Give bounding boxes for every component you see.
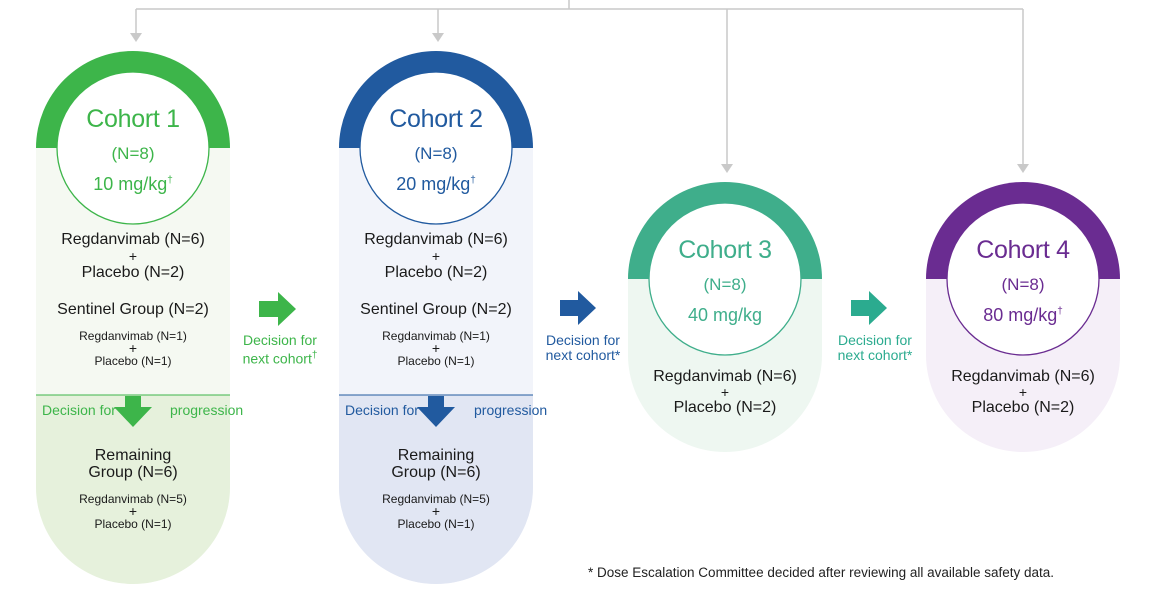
dagger-mark: †: [1057, 306, 1063, 317]
transition-line-1: Decision for: [546, 332, 620, 348]
arrow-down-icon: [417, 396, 455, 427]
cohort-2-size: (N=8): [414, 144, 458, 163]
cohort-4-placebo: Placebo (N=2): [971, 399, 1075, 416]
cohort-1-remaining-drug: Regdanvimab (N=5): [79, 492, 187, 506]
transition-line-1: Decision for: [838, 332, 912, 348]
cohort-2-remaining-placebo: Placebo (N=1): [397, 517, 475, 531]
cohort-3-size: (N=8): [703, 275, 747, 294]
cohort-3-title: Cohort 3: [678, 236, 772, 264]
cohort-3-placebo: Placebo (N=2): [673, 399, 777, 416]
cohort-1-sentinel-title: Sentinel Group (N=2): [57, 301, 209, 318]
cohort-2-decision-label: Decision for: [345, 402, 419, 418]
cohort-4-treatment: Regdanvimab (N=6): [951, 368, 1095, 385]
transition-1-label: Decision for next cohort†: [238, 333, 322, 367]
cohort-3-dose: 40 mg/kg: [687, 305, 763, 325]
cohort-1-dose: 10 mg/kg†: [93, 174, 173, 194]
cohort-2-pill: [339, 51, 533, 584]
cohort-2-sentinel-placebo: Placebo (N=1): [397, 354, 475, 368]
cohort-1-sentinel-drug: Regdanvimab (N=1): [79, 329, 187, 343]
cohort-2-treatment: Regdanvimab (N=6): [364, 231, 508, 248]
cohort-2-sentinel-title: Sentinel Group (N=2): [360, 301, 512, 318]
cohort-1-sentinel-placebo: Placebo (N=1): [94, 354, 172, 368]
cohort-2-placebo: Placebo (N=2): [384, 264, 488, 281]
cohort-4-pill: [926, 182, 1120, 452]
cohort-1-title: Cohort 1: [86, 105, 180, 133]
arrow-right-icon: [851, 291, 887, 325]
dagger-mark: †: [470, 175, 476, 186]
cohort-1-size: (N=8): [111, 144, 155, 163]
remaining-line-1: Remaining: [397, 447, 475, 464]
remaining-line-1: Remaining: [94, 447, 172, 464]
plus-sign: +: [431, 503, 441, 519]
arrow-down-icon: [114, 396, 152, 427]
cohort-1-placebo: Placebo (N=2): [81, 264, 185, 281]
cohort-4-dose: 80 mg/kg†: [983, 305, 1063, 325]
cohort-2-dose: 20 mg/kg†: [396, 174, 476, 194]
plus-sign: +: [1018, 384, 1028, 400]
cohort-2-remaining-drug: Regdanvimab (N=5): [382, 492, 490, 506]
dagger-mark: †: [311, 350, 318, 361]
plus-sign: +: [128, 340, 138, 356]
dagger-mark: †: [167, 175, 173, 186]
remaining-line-2: Group (N=6): [88, 464, 178, 481]
arrow-right-icon: [259, 292, 296, 326]
connector-lines: [135, 0, 1024, 165]
transition-line-2: next cohort†: [242, 350, 318, 367]
cohort-2-sentinel-drug: Regdanvimab (N=1): [382, 329, 490, 343]
plus-sign: +: [431, 248, 441, 264]
transition-line-2: next cohort*: [545, 347, 621, 363]
footnote: * Dose Escalation Committee decided afte…: [588, 565, 1054, 580]
cohort-1-treatment: Regdanvimab (N=6): [61, 231, 205, 248]
plus-sign: +: [128, 503, 138, 519]
plus-sign: +: [128, 248, 138, 264]
transition-line-2: next cohort*: [837, 347, 913, 363]
cohort-3-pill: [628, 182, 822, 452]
transition-line-1: Decision for: [243, 332, 317, 348]
remaining-line-2: Group (N=6): [391, 464, 481, 481]
cohort-2-progression-label: progression: [474, 402, 548, 418]
cohort-4-title: Cohort 4: [976, 236, 1070, 264]
cohort-1-decision-label: Decision for: [42, 402, 116, 418]
arrow-right-icon: [560, 291, 596, 325]
cohort-2-title: Cohort 2: [389, 105, 483, 133]
connector-arrowheads: [130, 33, 1029, 173]
cohort-1-remaining-placebo: Placebo (N=1): [94, 517, 172, 531]
cohort-4-size: (N=8): [1001, 275, 1045, 294]
cohort-1-pill: [36, 51, 230, 584]
cohort-1-progression-label: progression: [170, 402, 244, 418]
plus-sign: +: [431, 340, 441, 356]
plus-sign: +: [720, 384, 730, 400]
cohort-3-treatment: Regdanvimab (N=6): [653, 368, 797, 385]
